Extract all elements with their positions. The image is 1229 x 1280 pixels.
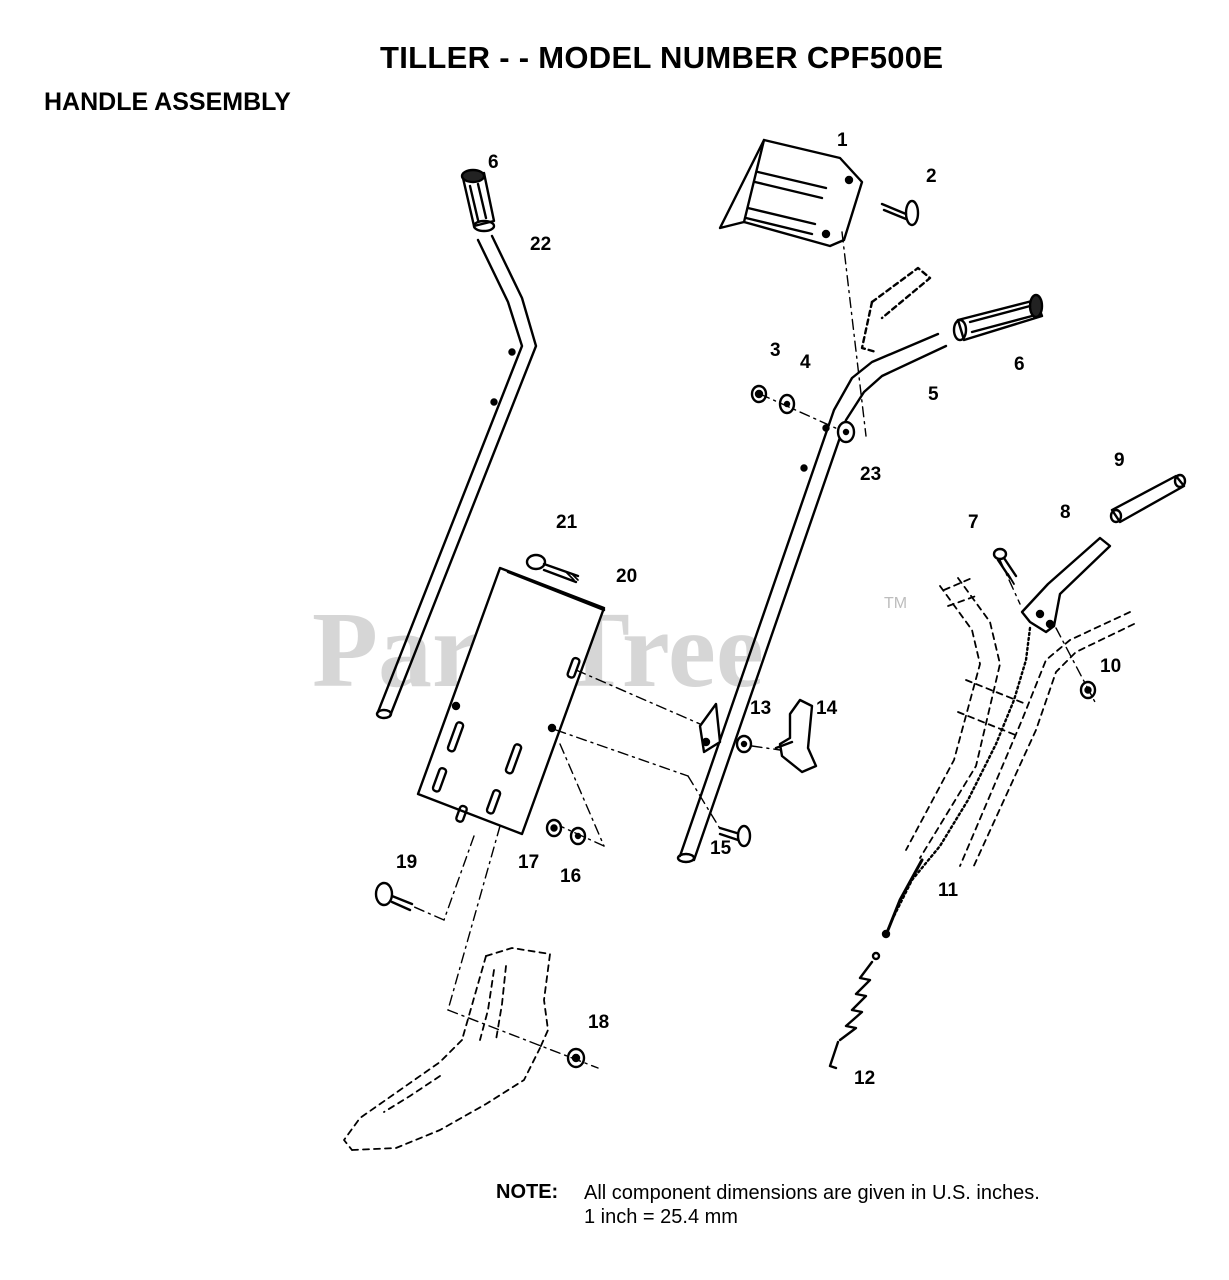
control-lever-8 bbox=[1020, 536, 1112, 634]
note-text: All component dimensions are given in U.… bbox=[584, 1181, 1040, 1229]
phantom-handle-outline bbox=[905, 577, 1135, 871]
callout-11: 11 bbox=[938, 880, 959, 901]
page-title: TILLER - - MODEL NUMBER CPF500E bbox=[380, 40, 944, 75]
right-handle-tube bbox=[676, 266, 948, 864]
handle-knob-14 bbox=[774, 698, 818, 774]
carriage-bolt-21 bbox=[525, 553, 580, 584]
callout-20: 20 bbox=[616, 566, 637, 587]
left-handle-grip bbox=[460, 168, 496, 233]
left-handle-tube bbox=[375, 234, 538, 720]
callout-14: 14 bbox=[816, 698, 838, 719]
lever-grip-9 bbox=[1109, 473, 1187, 524]
washer-16 bbox=[569, 826, 587, 846]
spring-12 bbox=[828, 951, 881, 1070]
callout-10: 10 bbox=[1100, 656, 1121, 677]
callout-13: 13 bbox=[750, 698, 771, 719]
callout-4: 4 bbox=[800, 352, 811, 373]
callout-1: 1 bbox=[837, 130, 848, 151]
callout-7: 7 bbox=[968, 512, 979, 533]
callout-8: 8 bbox=[1060, 502, 1071, 523]
callout-17: 17 bbox=[518, 852, 539, 873]
callout-3: 3 bbox=[770, 340, 781, 361]
callout-15: 15 bbox=[710, 838, 732, 859]
washer-13 bbox=[735, 734, 753, 754]
assembly-leader-lines bbox=[411, 231, 1097, 1069]
shoulder-bolt-7 bbox=[992, 547, 1018, 585]
hex-nut-3 bbox=[750, 384, 768, 404]
callout-12: 12 bbox=[854, 1068, 875, 1089]
carriage-bolt-19 bbox=[374, 881, 414, 912]
adjustment-plate bbox=[416, 566, 606, 836]
callout-6-left: 6 bbox=[488, 152, 499, 173]
hex-nut-18 bbox=[566, 1047, 586, 1069]
callout-18: 18 bbox=[588, 1012, 609, 1033]
callout-2: 2 bbox=[926, 166, 937, 187]
control-cable-11 bbox=[881, 626, 1032, 939]
handle-panel bbox=[718, 138, 864, 248]
note-line-dimensions: All component dimensions are given in U.… bbox=[584, 1182, 1040, 1204]
watermark-trademark: TM bbox=[884, 595, 907, 612]
callout-21: 21 bbox=[556, 512, 578, 533]
callout-labels: 1 2 3 4 5 6 6 7 8 9 10 11 12 13 14 15 16… bbox=[396, 130, 1125, 1089]
note-line-conversion: 1 inch = 25.4 mm bbox=[584, 1206, 738, 1228]
callout-16: 16 bbox=[560, 866, 581, 887]
washer-23 bbox=[836, 420, 856, 444]
section-title: HANDLE ASSEMBLY bbox=[44, 88, 291, 116]
callout-5: 5 bbox=[928, 384, 939, 405]
right-handle-grip bbox=[952, 293, 1044, 342]
phantom-tiller-frame bbox=[343, 947, 551, 1151]
bolt-15 bbox=[718, 824, 752, 848]
note-label: NOTE: bbox=[496, 1181, 559, 1203]
callout-22: 22 bbox=[530, 234, 551, 255]
hex-nut-17 bbox=[545, 818, 563, 838]
callout-19: 19 bbox=[396, 852, 417, 873]
callout-23: 23 bbox=[860, 464, 881, 485]
callout-6-right: 6 bbox=[1014, 354, 1025, 375]
callout-9: 9 bbox=[1114, 450, 1125, 471]
panel-screw bbox=[880, 199, 920, 227]
